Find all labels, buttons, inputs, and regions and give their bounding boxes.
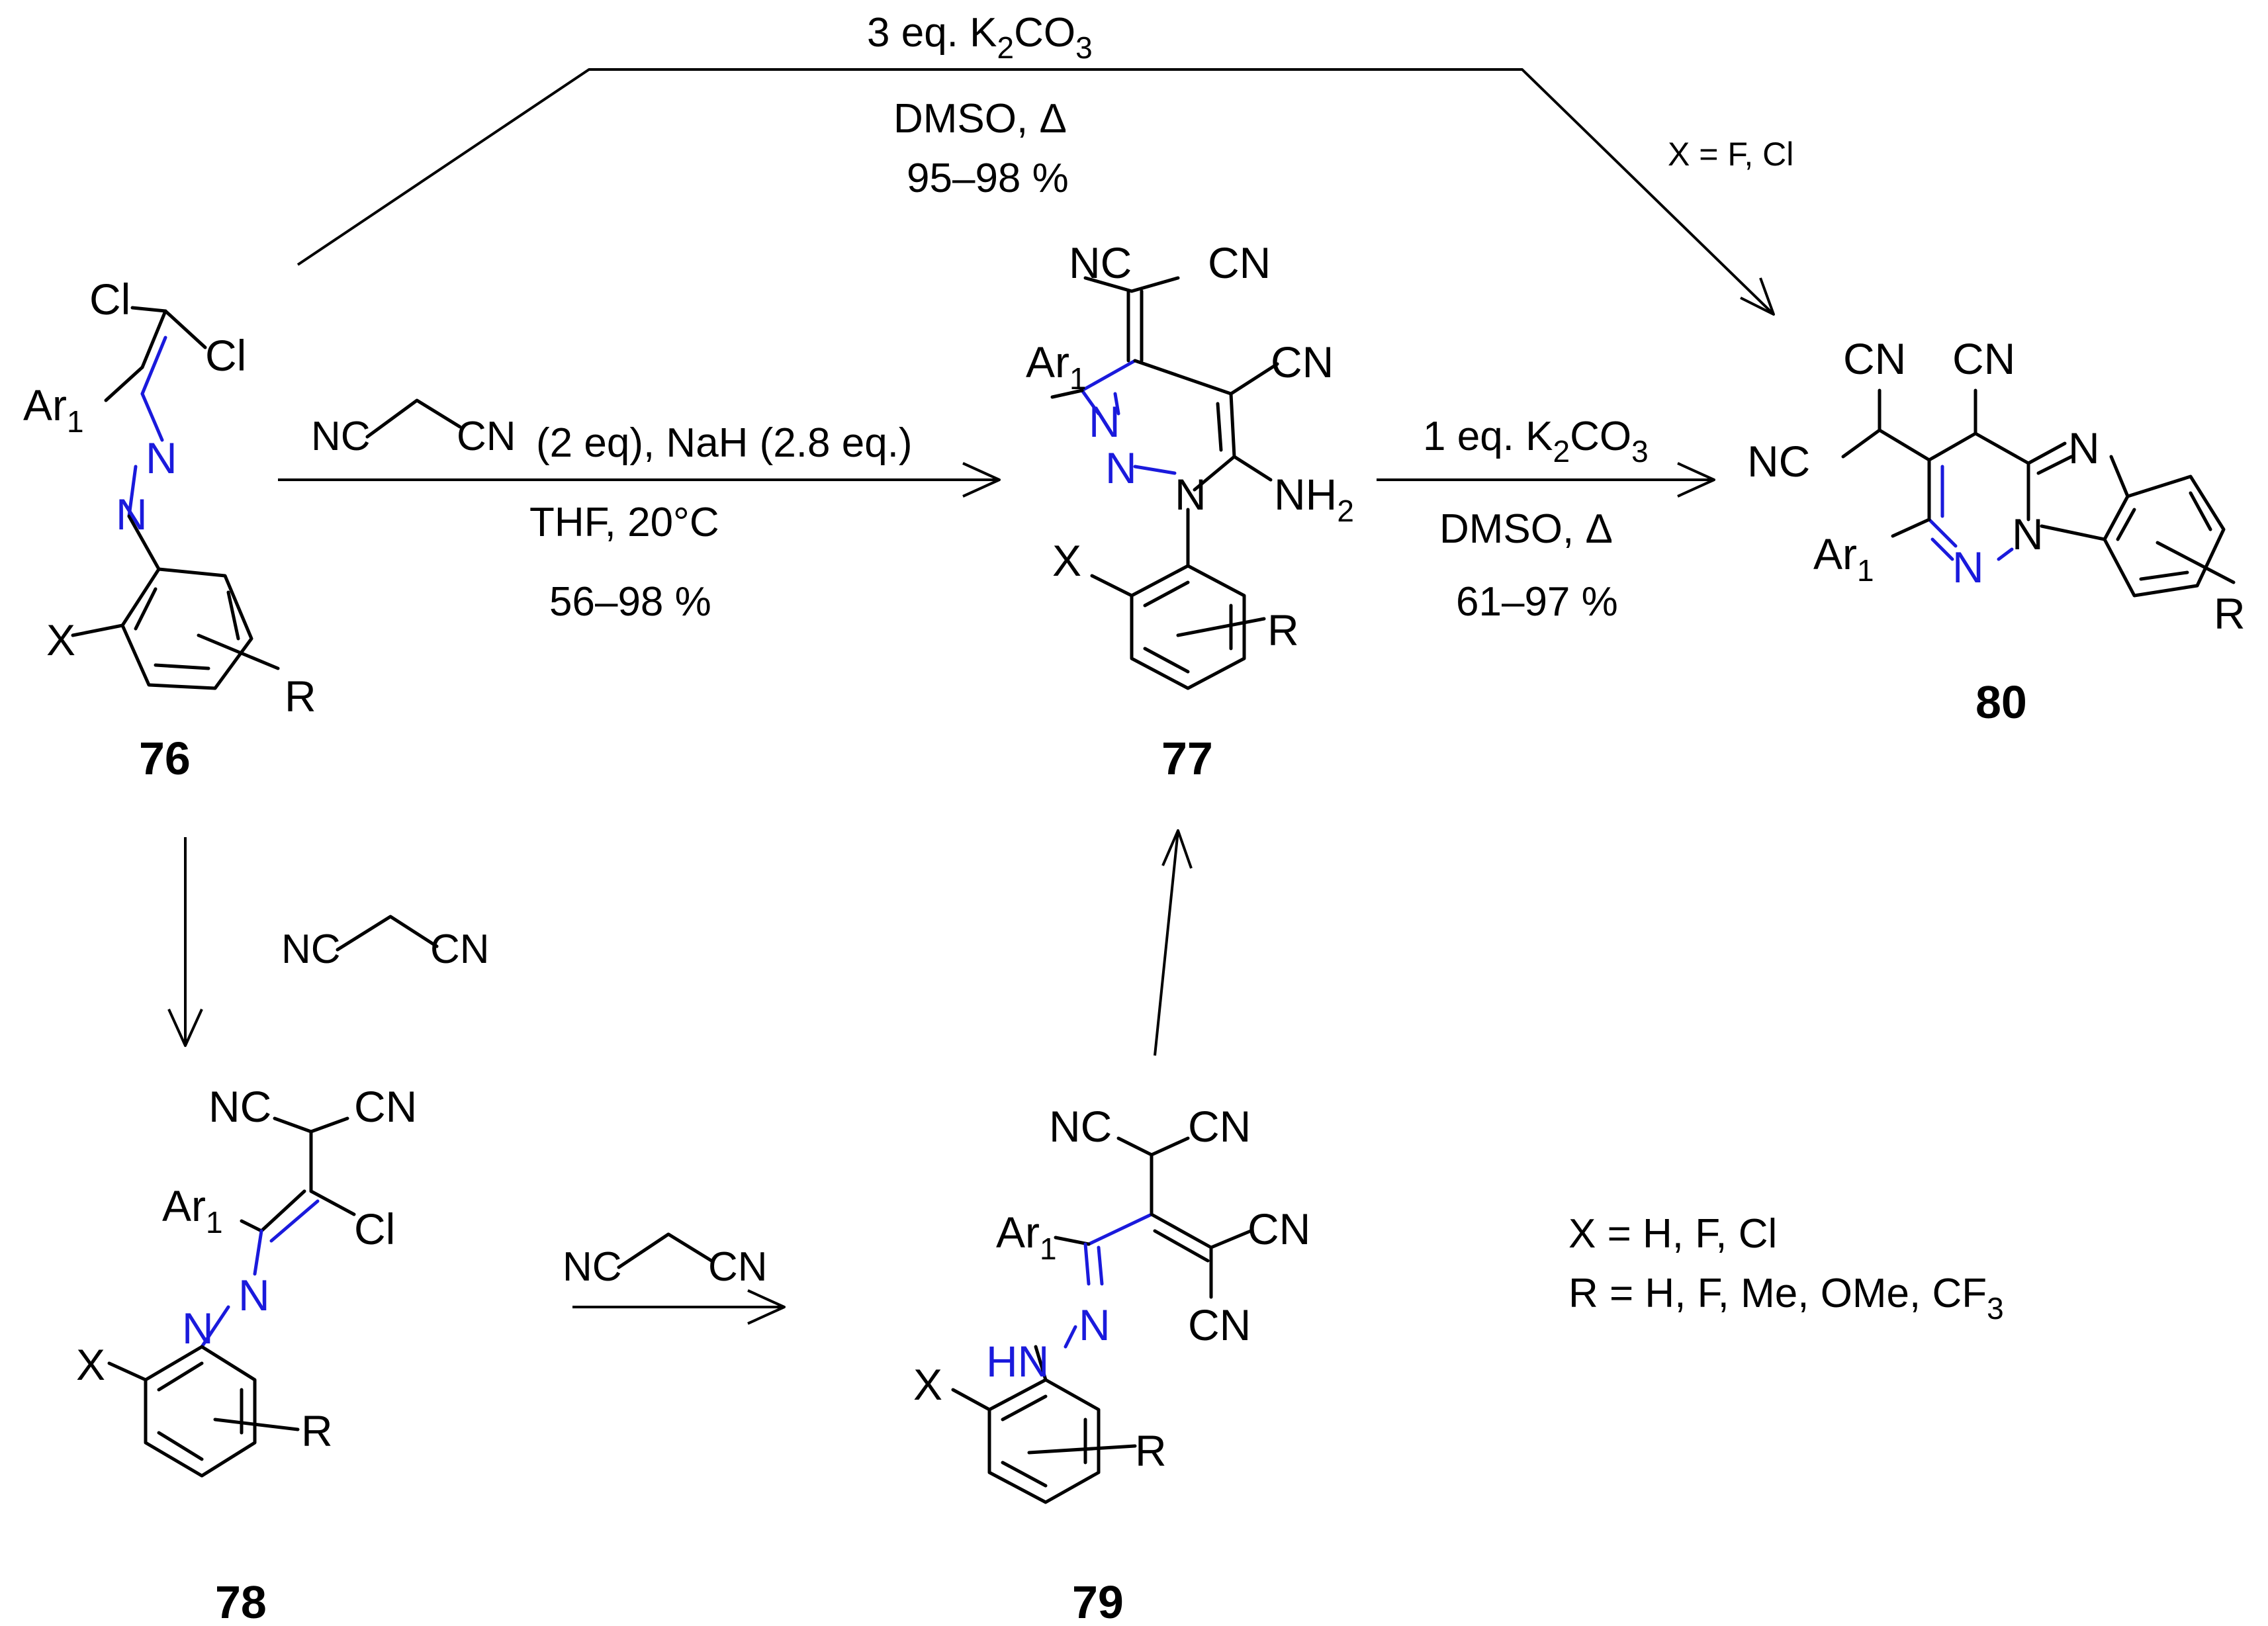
atom-r: R: [285, 672, 316, 721]
malononitrile-nc: NC: [311, 414, 371, 459]
compound-number-80: 80: [1975, 676, 2027, 728]
compound-number-77: 77: [1161, 733, 1213, 784]
arrow-76-to-78: NC CN: [167, 837, 490, 1047]
atom-r-79: R: [1135, 1426, 1167, 1475]
atom-n-78a: N: [238, 1271, 270, 1320]
compound-76: Cl Cl Ar1 N N X R 76: [23, 275, 316, 784]
compound-80: CN CN NC N N N Ar1 R 80: [1747, 334, 2245, 728]
atom-ar-80: Ar: [1813, 529, 1857, 578]
atom-cn-78: CN: [354, 1082, 417, 1131]
atom-r-80: R: [2214, 589, 2245, 638]
atom-ar-78: Ar: [162, 1181, 206, 1230]
atom-cl-78: Cl: [354, 1204, 395, 1253]
compound-78: NC CN Ar1 Cl N N X R 78: [76, 1082, 417, 1626]
top-x-note: X = F, Cl: [1668, 136, 1793, 173]
atom-nh2-77: NH: [1274, 470, 1337, 519]
atom-nc-78: NC: [208, 1082, 271, 1131]
top-conditions: 3 eq. K2CO3 DMSO, Δ 95–98 % X = F, Cl: [867, 10, 1793, 201]
malononitrile-nc-2: NC: [281, 926, 341, 972]
atom-n-80b: N: [2012, 510, 2044, 559]
atom-n-78b: N: [182, 1304, 214, 1353]
atom-n-79: N: [1079, 1300, 1111, 1349]
atom-n-77c: N: [1175, 470, 1206, 519]
atom-n-77b: N: [1105, 443, 1137, 492]
compound-number-78: 78: [215, 1576, 267, 1626]
atom-x: X: [46, 615, 75, 664]
atom-cn-80a: CN: [1843, 334, 1906, 383]
malononitrile-cn: CN: [457, 414, 516, 459]
compound-number-76: 76: [139, 733, 191, 784]
svg-text:NH2: NH2: [1274, 470, 1354, 528]
arrow-77-80-solvent: DMSO, Δ: [1439, 506, 1613, 552]
top-solvent-text: DMSO, Δ: [893, 96, 1067, 142]
atom-x-79: X: [913, 1360, 942, 1409]
atom-x-78: X: [76, 1340, 105, 1389]
atom-nc-79: NC: [1049, 1102, 1112, 1151]
atom-r-77: R: [1267, 606, 1299, 655]
atom-r-78: R: [301, 1406, 333, 1455]
svg-text:Ar1: Ar1: [1813, 529, 1874, 588]
atom-n-1: N: [146, 433, 177, 482]
atom-n-2: N: [116, 490, 148, 539]
atom-hn-79: HN: [986, 1337, 1049, 1386]
malononitrile-nc-3: NC: [563, 1244, 622, 1290]
legend-r: R = H, F, Me, OMe, CF: [1568, 1271, 1987, 1316]
atom-cn-79b: CN: [1247, 1204, 1310, 1253]
substituent-legend: X = H, F, Cl R = H, F, Me, OMe, CF3: [1568, 1211, 2004, 1326]
arrow-76-77-equiv: (2 eq), NaH (2.8 eq.): [536, 420, 913, 466]
atom-n-80c: N: [1952, 543, 1984, 592]
atom-n-80a: N: [2068, 424, 2100, 473]
arrow-77-80-yield: 61–97 %: [1456, 579, 1618, 625]
compound-79: NC CN CN CN Ar1 N HN X R 79: [913, 1102, 1310, 1626]
atom-ar-79: Ar: [996, 1208, 1040, 1257]
atom-cl-1: Cl: [89, 275, 130, 324]
atom-cl-2: Cl: [205, 331, 246, 380]
top-reagent-text: 3 eq. K: [867, 10, 997, 56]
svg-text:3 eq. K2CO3: 3 eq. K2CO3: [867, 10, 1093, 65]
arrow-78-to-79: NC CN: [563, 1232, 786, 1325]
svg-text:Ar1: Ar1: [162, 1181, 223, 1240]
legend-x: X = H, F, Cl: [1568, 1211, 1777, 1257]
arrow-76-to-77: NC CN (2 eq), NaH (2.8 eq.) THF, 20°C 56…: [278, 398, 1001, 625]
arrow-76-77-solvent: THF, 20°C: [529, 500, 719, 545]
arrow-77-to-80: 1 eq. K2CO3 DMSO, Δ 61–97 %: [1377, 414, 1715, 625]
atom-n-77a: N: [1089, 397, 1120, 446]
arrow-77-80-reagent: 1 eq. K: [1423, 414, 1553, 459]
malononitrile-cn-2: CN: [430, 926, 490, 972]
svg-text:1 eq. K2CO3: 1 eq. K2CO3: [1423, 414, 1649, 469]
svg-text:Ar1: Ar1: [23, 381, 84, 439]
arrow-76-77-yield: 56–98 %: [549, 579, 711, 625]
atom-cn-79a: CN: [1188, 1102, 1251, 1151]
atom-ar-77: Ar: [1026, 338, 1069, 386]
top-reaction-arrow: [296, 68, 1775, 316]
atom-cn-79c: CN: [1188, 1300, 1251, 1349]
atom-nc-80: NC: [1747, 437, 1810, 486]
svg-text:R = H, F, Me, OMe, CF3: R = H, F, Me, OMe, CF3: [1568, 1271, 2004, 1326]
compound-number-79: 79: [1072, 1576, 1124, 1626]
svg-text:Ar1: Ar1: [996, 1208, 1057, 1266]
svg-text:Ar1: Ar1: [1026, 338, 1087, 396]
atom-cn-77a: CN: [1208, 238, 1271, 287]
compound-77: NC CN CN Ar1 N N N NH2 X R 77: [1026, 238, 1354, 784]
arrow-79-to-77: [1154, 829, 1193, 1056]
atom-nc-77: NC: [1069, 238, 1132, 287]
atom-cn-80b: CN: [1952, 334, 2015, 383]
malononitrile-cn-3: CN: [708, 1244, 768, 1290]
atom-cn-77b: CN: [1271, 338, 1334, 386]
atom-ar: Ar: [23, 381, 67, 429]
atom-x-77: X: [1052, 536, 1081, 585]
top-yield-text: 95–98 %: [907, 156, 1069, 201]
